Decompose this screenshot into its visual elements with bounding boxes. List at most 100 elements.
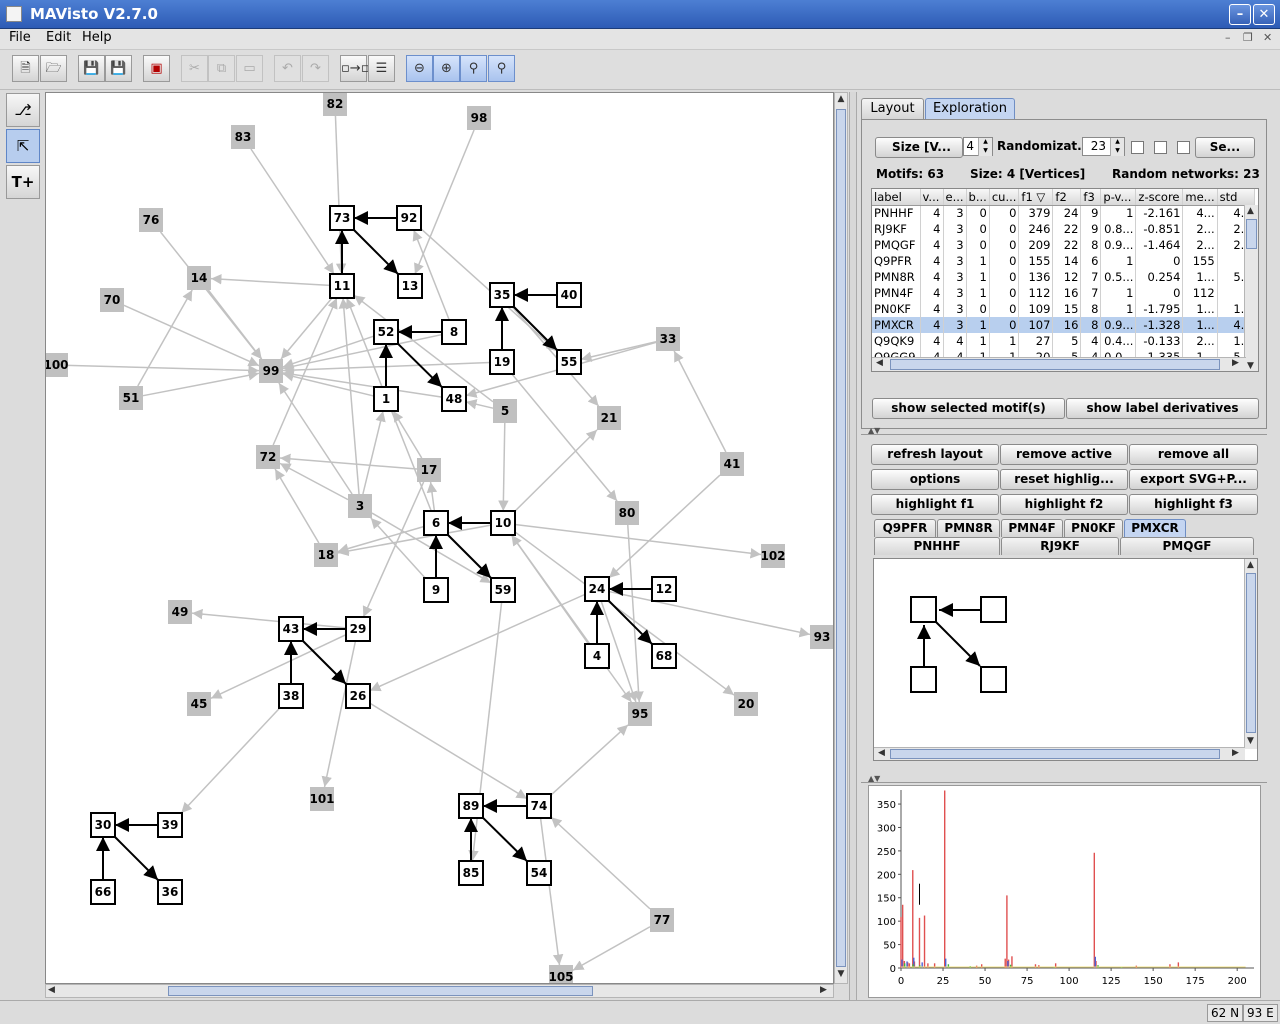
graph-node[interactable]: 77 bbox=[650, 908, 674, 932]
graph-node[interactable]: 52 bbox=[373, 319, 399, 345]
graph-node[interactable]: 11 bbox=[329, 273, 355, 299]
graph-edge[interactable] bbox=[412, 229, 450, 321]
graph-node[interactable]: 26 bbox=[345, 683, 371, 709]
tab-exploration[interactable]: Exploration bbox=[925, 98, 1015, 119]
zoom-in-icon[interactable]: ⊕ bbox=[433, 55, 460, 82]
graph-edge[interactable] bbox=[550, 724, 629, 796]
graph-node[interactable]: 20 bbox=[734, 692, 758, 716]
undo-icon[interactable]: ↶ bbox=[274, 55, 301, 82]
graph-edge[interactable] bbox=[282, 371, 375, 397]
graph-edge[interactable] bbox=[137, 289, 193, 387]
graph-node[interactable]: 102 bbox=[760, 544, 786, 568]
graph-edge[interactable] bbox=[210, 274, 331, 287]
graph-node[interactable]: 9 bbox=[423, 577, 449, 603]
open-file-icon[interactable]: 🗁 bbox=[40, 55, 67, 82]
graph-node[interactable]: 17 bbox=[417, 458, 441, 482]
column-header[interactable]: b... bbox=[966, 189, 990, 206]
split-arrows-icon[interactable]: ▲▼ bbox=[868, 426, 881, 435]
graph-edge[interactable] bbox=[280, 297, 333, 360]
graph-node[interactable]: 92 bbox=[396, 205, 422, 231]
graph-edge[interactable] bbox=[465, 399, 494, 410]
column-header[interactable]: cu... bbox=[989, 189, 1020, 206]
graph-node[interactable]: 24 bbox=[584, 576, 610, 602]
graph-node[interactable]: 4 bbox=[584, 643, 610, 669]
graph-edge[interactable] bbox=[510, 534, 633, 703]
graph-edge[interactable] bbox=[362, 410, 386, 495]
table-row[interactable]: PMN4F4310112167101120 bbox=[872, 285, 1255, 301]
graph-node[interactable]: 12 bbox=[651, 576, 677, 602]
graph-edge[interactable] bbox=[353, 229, 399, 275]
graph-node[interactable]: 76 bbox=[139, 208, 163, 232]
column-header[interactable]: f1 ▽ bbox=[1018, 189, 1054, 206]
table-hscroll-thumb[interactable] bbox=[890, 359, 1220, 370]
save-as-icon[interactable]: 💾 bbox=[105, 55, 132, 82]
paste-icon[interactable]: ▭ bbox=[236, 55, 263, 82]
graph-node[interactable]: 93 bbox=[810, 625, 834, 649]
graph-edge[interactable] bbox=[279, 462, 349, 501]
edit-graph-tool-icon[interactable]: ⎇ bbox=[6, 93, 40, 127]
graph-node[interactable]: 21 bbox=[597, 406, 621, 430]
graph-node[interactable]: 13 bbox=[397, 273, 423, 299]
table-vertical-scrollbar[interactable]: ▲ ▼ bbox=[1244, 205, 1258, 371]
graph-edge[interactable] bbox=[282, 335, 375, 369]
reset-highlight-button[interactable]: reset highlig... bbox=[1000, 469, 1128, 490]
graph-edge[interactable] bbox=[114, 836, 159, 881]
graph-node[interactable]: 51 bbox=[119, 386, 143, 410]
column-header[interactable]: p-v... bbox=[1100, 189, 1137, 206]
graph-node[interactable]: 39 bbox=[157, 812, 183, 838]
motif-tab[interactable]: PMQGF bbox=[1120, 537, 1254, 555]
graph-node[interactable]: 72 bbox=[256, 445, 280, 469]
graph-edge[interactable] bbox=[272, 297, 338, 446]
size-button[interactable]: Size [V... bbox=[875, 137, 963, 158]
tab-layout[interactable]: Layout bbox=[861, 98, 924, 119]
spinner-up-icon[interactable]: ▲ bbox=[978, 138, 992, 147]
graph-node[interactable]: 1 bbox=[373, 386, 399, 412]
graph-canvas[interactable]: 8298837392761411133540705283319551009951… bbox=[45, 92, 834, 984]
graph-edge[interactable] bbox=[321, 640, 357, 788]
remove-active-button[interactable]: remove active bbox=[1000, 444, 1128, 465]
refresh-layout-button[interactable]: refresh layout bbox=[871, 444, 999, 465]
graph-edge[interactable] bbox=[539, 817, 564, 966]
graph-edge[interactable] bbox=[279, 453, 418, 470]
table-vscroll-thumb[interactable] bbox=[1246, 219, 1257, 249]
graph-edge[interactable] bbox=[414, 129, 475, 275]
options-button[interactable]: options bbox=[871, 469, 999, 490]
mdi-close-icon[interactable]: ✕ bbox=[1263, 31, 1273, 44]
graph-edge[interactable] bbox=[397, 343, 443, 388]
graph-edge[interactable] bbox=[482, 817, 528, 862]
graph-node[interactable]: 45 bbox=[187, 692, 211, 716]
randomization-spinner[interactable]: 23 ▲ ▼ bbox=[1082, 137, 1125, 156]
pane-splitter[interactable] bbox=[849, 92, 857, 1000]
motif-tab[interactable]: RJ9KF bbox=[1001, 537, 1119, 555]
graph-edge[interactable] bbox=[207, 289, 263, 360]
graph-node[interactable]: 95 bbox=[628, 702, 652, 726]
split-arrows-icon[interactable]: ▲▼ bbox=[868, 774, 881, 783]
graph-edge[interactable] bbox=[608, 590, 811, 638]
graph-edge[interactable] bbox=[608, 474, 721, 579]
graph-edge[interactable] bbox=[498, 422, 509, 512]
graph-node[interactable]: 30 bbox=[90, 812, 116, 838]
graph-node[interactable]: 73 bbox=[329, 205, 355, 231]
motif-tab[interactable]: Q9PFR bbox=[874, 519, 936, 537]
graph-node[interactable]: 19 bbox=[489, 349, 515, 375]
preview-vertical-scrollbar[interactable]: ▲ ▼ bbox=[1244, 559, 1257, 749]
graph-node[interactable]: 48 bbox=[441, 386, 467, 412]
new-file-icon[interactable]: 🗎 bbox=[12, 55, 39, 82]
list-view-icon[interactable]: ☰ bbox=[368, 55, 395, 82]
zoom-reset-icon[interactable]: ⚲ bbox=[460, 55, 487, 82]
remove-all-button[interactable]: remove all bbox=[1129, 444, 1258, 465]
graph-node[interactable]: 10 bbox=[490, 510, 516, 536]
graph-edge[interactable] bbox=[511, 306, 600, 407]
spinner-up-icon[interactable]: ▲ bbox=[1110, 138, 1124, 147]
graph-node[interactable]: 85 bbox=[458, 860, 484, 886]
graph-node[interactable]: 36 bbox=[157, 879, 183, 905]
mdi-minimize-icon[interactable]: – bbox=[1225, 31, 1231, 44]
graph-edge[interactable] bbox=[353, 294, 494, 403]
